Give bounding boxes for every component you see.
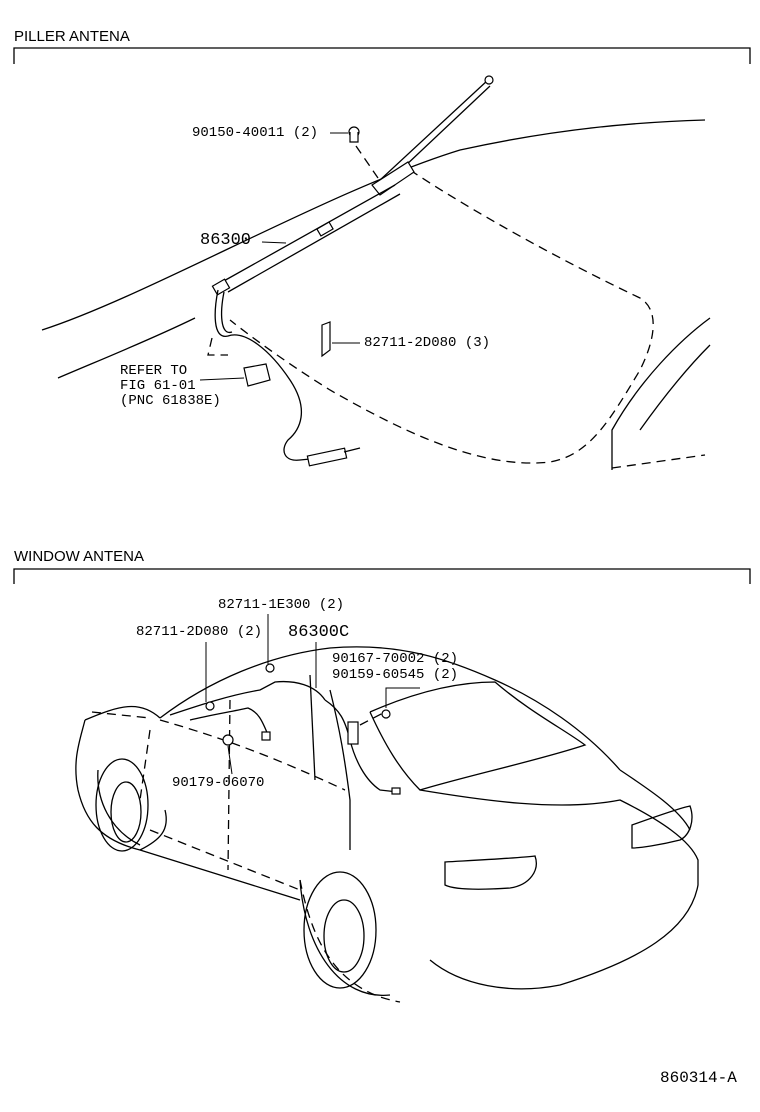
- label-refer-line2: FIG 61-01: [120, 378, 196, 394]
- label-clip-82711-1E300: 82711-1E300 (2): [218, 597, 345, 613]
- pillar-antenna-mast: [207, 75, 494, 467]
- label-clip-82711-2D080-window: 82711-2D080 (2): [136, 624, 263, 640]
- window-antenna-harness: [169, 680, 401, 795]
- label-antenna-86300C: 86300C: [288, 623, 350, 642]
- label-antenna-86300: 86300: [200, 231, 252, 250]
- pillar-clip-82711: [321, 321, 360, 358]
- sedan-body-outline: [75, 646, 699, 1003]
- label-grommet-90179: 90179-06070: [172, 775, 265, 791]
- diagram-code: 860314-A: [660, 1069, 737, 1087]
- pillar-bolt-90150: [330, 126, 379, 179]
- pillar-car-outline: [41, 119, 711, 470]
- label-clip-82711-2D080: 82711-2D080 (3): [364, 335, 491, 351]
- pillar-antenna-title: PILLER ANTENA: [14, 28, 130, 45]
- label-refer-line1: REFER TO: [120, 363, 188, 379]
- window-grommet-90179: [222, 734, 234, 775]
- label-screw-90159: 90159-60545 (2): [332, 667, 459, 683]
- label-refer-line3: (PNC 61838E): [120, 393, 221, 409]
- label-bolt-90150: 90150-40011 (2): [192, 125, 319, 141]
- window-antenna-title: WINDOW ANTENA: [14, 548, 144, 565]
- window-screw-90167: [381, 687, 420, 719]
- window-section-frame: [13, 568, 751, 584]
- pillar-refer-part: [199, 363, 271, 387]
- label-screw-90167: 90167-70002 (2): [332, 651, 459, 667]
- pillar-antenna-leader: [261, 241, 287, 244]
- window-clip-82711-2D080: [205, 642, 215, 711]
- window-clip-82711-1E300: [265, 614, 275, 673]
- pillar-section-frame: [13, 47, 751, 64]
